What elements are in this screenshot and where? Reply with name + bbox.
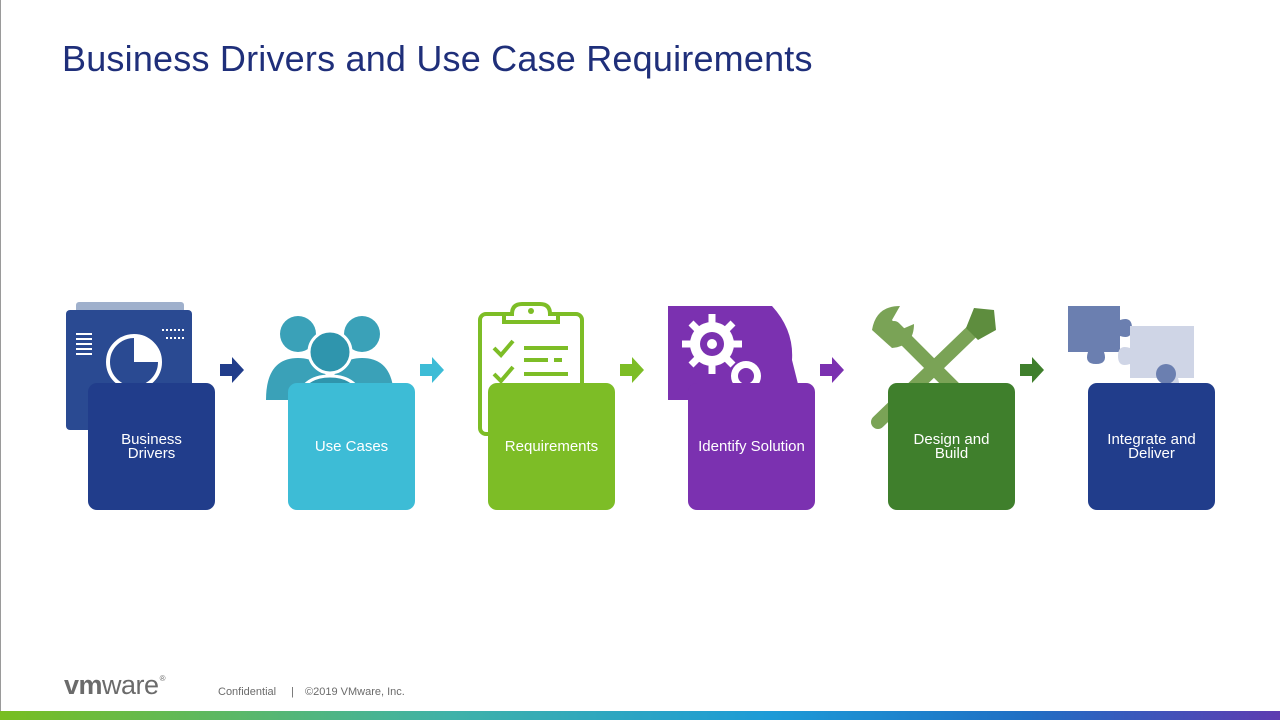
brand-gradient-bar	[0, 711, 1280, 720]
vmware-logo: vmware®	[64, 670, 166, 701]
arrow-right-icon	[420, 355, 444, 385]
step-box: Integrate and Deliver	[1088, 383, 1215, 510]
step-integrate-and-deliver: Integrate and Deliver	[1066, 300, 1226, 514]
confidential-label: Confidential	[218, 686, 277, 698]
step-design-and-build: Design and Build	[866, 300, 1026, 514]
step-box: Requirements	[488, 383, 615, 510]
logo-ware: ware	[102, 670, 159, 700]
step-requirements: Requirements	[466, 300, 626, 514]
step-box: Identify Solution	[688, 383, 815, 510]
copyright-text: ©2019 VMware, Inc.	[305, 686, 405, 698]
step-business-drivers: Business Drivers	[66, 300, 226, 514]
arrow-right-icon	[620, 355, 644, 385]
step-identify-solution: Identify Solution	[666, 300, 826, 514]
step-box: Business Drivers	[88, 383, 215, 510]
logo-vm: vm	[64, 670, 103, 700]
arrow-right-icon	[820, 355, 844, 385]
step-use-cases: Use Cases	[266, 300, 426, 514]
slide-left-border	[0, 0, 1, 720]
head-gears-icon	[666, 300, 826, 440]
step-box: Use Cases	[288, 383, 415, 510]
step-box: Design and Build	[888, 383, 1015, 510]
arrow-right-icon	[220, 355, 244, 385]
logo-registered-mark: ®	[159, 674, 166, 683]
arrow-right-icon	[1020, 355, 1044, 385]
slide-title: Business Drivers and Use Case Requiremen…	[62, 38, 813, 79]
puzzle-pieces-icon	[1066, 300, 1226, 440]
footer-separator: |	[291, 686, 294, 698]
